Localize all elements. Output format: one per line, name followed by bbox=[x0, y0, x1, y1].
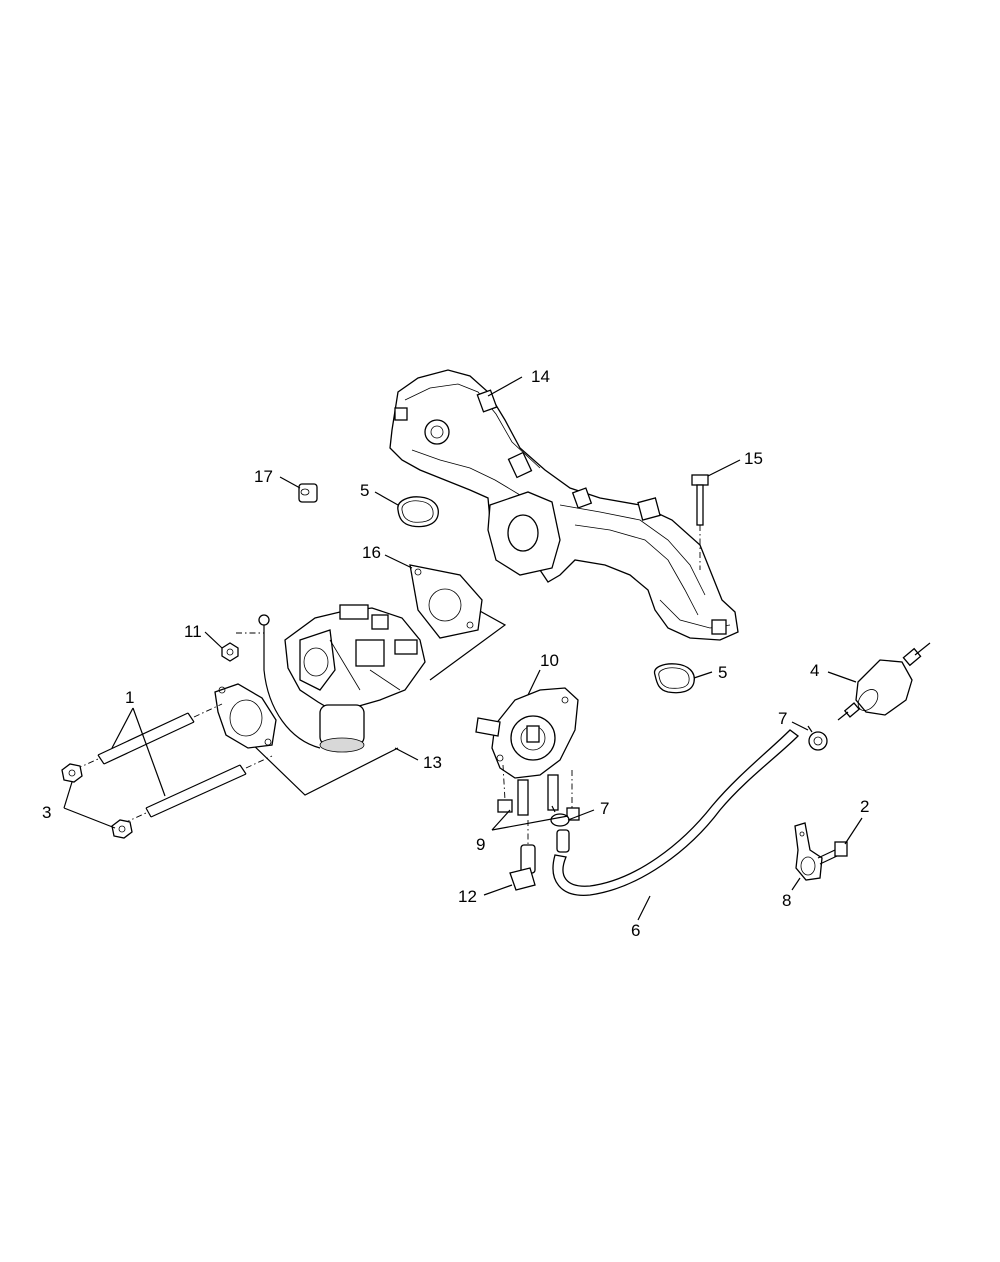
carburetor-assembly bbox=[214, 564, 507, 796]
callout-7-upper: 7 bbox=[778, 709, 787, 728]
callout-10: 10 bbox=[540, 651, 559, 670]
spacer bbox=[298, 483, 318, 503]
manifold-bolt bbox=[691, 474, 709, 570]
callout-2: 2 bbox=[860, 797, 869, 816]
intake-manifold bbox=[389, 369, 739, 641]
flange-nuts bbox=[61, 763, 133, 839]
callout-16: 16 bbox=[362, 543, 381, 562]
carburetor-flange-gasket bbox=[214, 683, 277, 749]
callout-13: 13 bbox=[423, 753, 442, 772]
ground-nut bbox=[221, 642, 239, 662]
callout-4: 4 bbox=[810, 661, 819, 680]
callout-11: 11 bbox=[184, 622, 202, 641]
callout-3: 3 bbox=[42, 803, 51, 822]
callout-17: 17 bbox=[254, 467, 273, 486]
line-clip bbox=[794, 822, 823, 881]
callout-14: 14 bbox=[531, 367, 550, 386]
callout-7-lower: 7 bbox=[600, 799, 609, 818]
callout-15: 15 bbox=[744, 449, 763, 468]
leader-lines bbox=[63, 376, 863, 921]
intake-gasket-lower bbox=[653, 663, 695, 694]
callout-9: 9 bbox=[476, 835, 485, 854]
fuel-filter bbox=[837, 642, 931, 721]
fuel-pump bbox=[475, 687, 580, 821]
callout-8: 8 bbox=[782, 891, 791, 910]
callout-6: 6 bbox=[631, 921, 640, 940]
callout-5-upper: 5 bbox=[360, 481, 369, 500]
carburetor-gasket bbox=[409, 564, 483, 639]
clip-screw bbox=[817, 841, 848, 865]
fuel-line bbox=[552, 729, 799, 896]
fuel-fitting bbox=[509, 820, 536, 891]
callout-1: 1 bbox=[125, 688, 134, 707]
callout-5-lower: 5 bbox=[718, 663, 727, 682]
hose-clamp-upper bbox=[807, 725, 828, 751]
callout-labels: 14 15 17 5 16 11 1 3 13 10 5 4 7 7 9 12 … bbox=[42, 367, 869, 940]
callout-12: 12 bbox=[458, 887, 477, 906]
